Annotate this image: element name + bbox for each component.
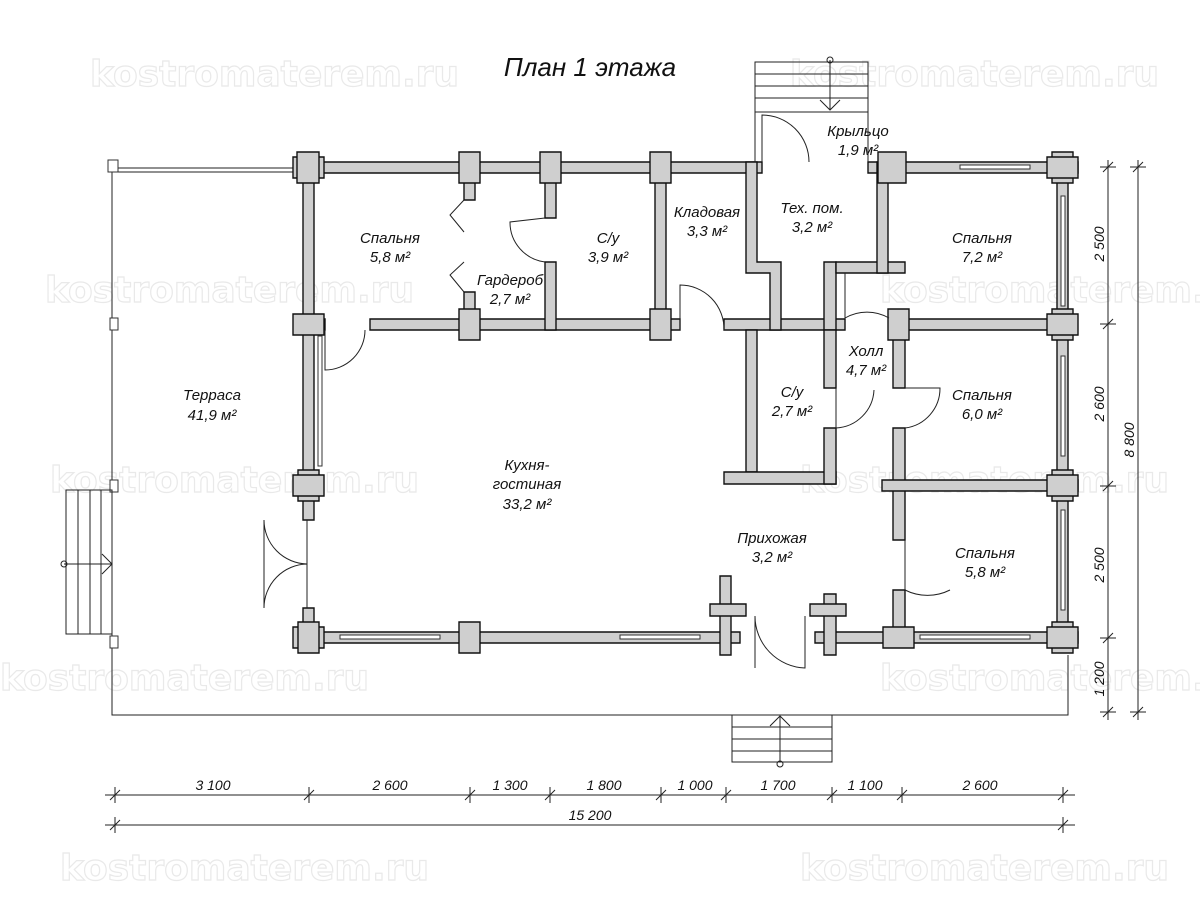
room-area-entry: 3,2 м² <box>752 549 793 566</box>
room-area-wardrobe: 2,7 м² <box>489 291 531 308</box>
room-area-bathroom: 2,7 м² <box>771 403 813 420</box>
room-labels: Терраса 41,9 м² Спальня 5,8 м² Гардероб … <box>183 123 1015 581</box>
room-label-kitchen: Кухня-гостиная <box>493 457 562 493</box>
porch-stairs <box>754 56 869 162</box>
room-area-bathroom: 3,9 м² <box>588 249 629 266</box>
dimension-label: 1 000 <box>677 777 712 793</box>
watermark-text: kostromaterem.ru <box>0 658 369 699</box>
room-area-bedroom: 5,8 м² <box>370 249 411 266</box>
dimension-label: 3 100 <box>195 777 230 793</box>
room-label-bedroom: Спальня <box>360 230 420 247</box>
dimension-label: 2 500 <box>1091 547 1107 583</box>
dimension-label: 1 200 <box>1091 661 1107 696</box>
doors <box>263 114 951 669</box>
dimension-total-width: 15 200 <box>569 807 612 823</box>
dimension-label: 1 700 <box>760 777 795 793</box>
room-label-porch: Крыльцо <box>827 123 889 140</box>
room-area-tech: 3,2 м² <box>792 219 833 236</box>
dimension-right: 2 500 2 600 2 500 1 200 8 800 <box>1091 160 1146 720</box>
watermark-text: kostromaterem.ru <box>880 658 1200 699</box>
watermark-text: kostromaterem.ru <box>50 460 419 501</box>
room-label-bedroom: Спальня <box>952 230 1012 247</box>
terrace-stairs <box>60 489 113 635</box>
room-label-terrace: Терраса <box>183 387 241 404</box>
plan-title: План 1 этажа <box>504 52 676 82</box>
dimension-label: 1 800 <box>586 777 621 793</box>
room-label-pantry: Кладовая <box>674 204 740 221</box>
watermark-text: kostromaterem.ru <box>880 270 1200 311</box>
room-area-bedroom: 7,2 м² <box>962 249 1003 266</box>
windows <box>317 164 1066 640</box>
room-area-bedroom: 5,8 м² <box>965 564 1006 581</box>
watermark-text: kostromaterem.ru <box>60 848 429 889</box>
dimension-label: 2 600 <box>961 777 997 793</box>
dimension-label: 2 600 <box>1091 386 1107 422</box>
watermark-text: kostromaterem.ru <box>45 270 414 311</box>
dimension-bottom: 3 100 2 600 1 300 1 800 1 000 1 700 1 10… <box>105 777 1075 833</box>
entry-stairs <box>731 714 833 768</box>
dimension-label: 1 300 <box>492 777 527 793</box>
room-area-kitchen: 33,2 м² <box>503 496 553 513</box>
room-label-bedroom: Спальня <box>952 387 1012 404</box>
room-label-bedroom: Спальня <box>955 545 1015 562</box>
dimension-total-depth: 8 800 <box>1121 422 1137 457</box>
watermark-text: kostromaterem.ru <box>90 54 459 95</box>
room-label-hall: Холл <box>848 343 884 360</box>
room-label-bathroom: С/у <box>781 384 805 401</box>
room-area-pantry: 3,3 м² <box>687 223 728 240</box>
dimension-label: 1 100 <box>847 777 882 793</box>
room-area-bedroom: 6,0 м² <box>962 406 1003 423</box>
terrace-outline <box>107 159 1069 716</box>
dimension-label: 2 500 <box>1091 226 1107 262</box>
room-label-bathroom: С/у <box>597 230 621 247</box>
room-label-entry: Прихожая <box>737 530 807 547</box>
room-area-hall: 4,7 м² <box>846 362 887 379</box>
room-label-wardrobe: Гардероб <box>477 272 544 289</box>
watermark-text: kostromaterem.ru <box>800 848 1169 889</box>
room-area-terrace: 41,9 м² <box>188 407 238 424</box>
room-area-porch: 1,9 м² <box>838 142 879 159</box>
watermarks: kostromaterem.ru kostromaterem.ru kostro… <box>0 53 1200 889</box>
dimension-label: 2 600 <box>371 777 407 793</box>
room-label-tech: Тех. пом. <box>780 200 843 217</box>
